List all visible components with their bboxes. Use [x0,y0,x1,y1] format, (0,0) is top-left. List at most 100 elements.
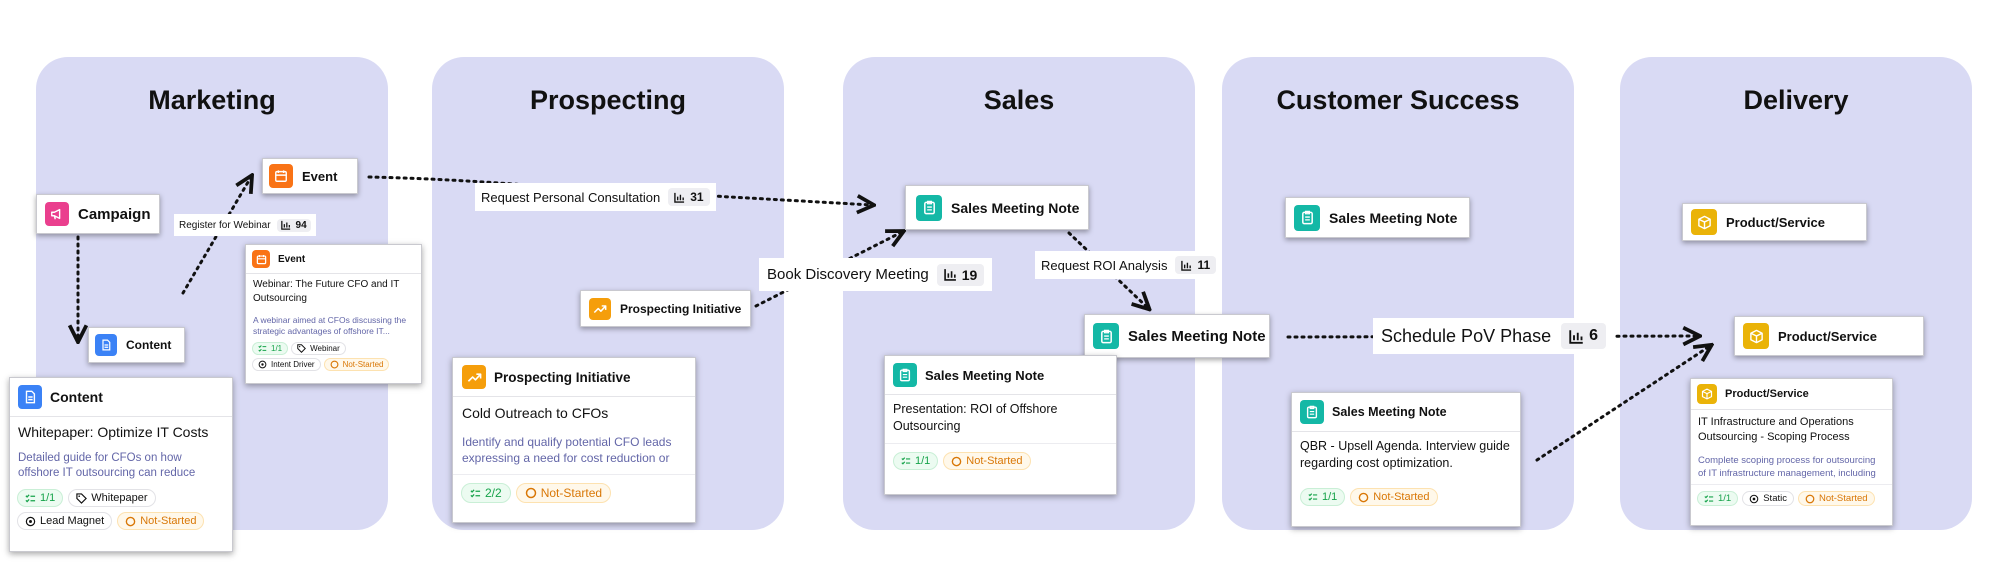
edge-count: 11 [1175,256,1217,274]
edge-label-request-consultation[interactable]: Request Personal Consultation 31 [475,183,716,211]
sales-meeting-note-node[interactable]: Sales Meeting Note [1285,197,1470,238]
progress-value: 1/1 [271,344,283,353]
tag-badge: Webinar [291,342,346,355]
edge-label-text: Book Discovery Meeting [767,266,929,283]
product-service-node[interactable]: Product/Service [1682,203,1867,241]
clipboard-icon [1093,323,1119,349]
product-service-card[interactable]: Product/Service IT Infrastructure and Op… [1690,378,1893,526]
circle-icon [1358,492,1369,503]
progress-badge: 1/1 [893,452,939,470]
status-badge: Not-Started [515,483,612,503]
box-icon [1743,323,1769,349]
node-label: Content [126,338,172,352]
progress-badge: 1/1 [1697,491,1739,506]
edge-count-value: 31 [690,190,704,204]
bar-chart-icon [944,269,956,281]
product-service-node[interactable]: Product/Service [1734,316,1924,356]
status-label: Not-Started [140,515,197,527]
circle-icon [125,516,136,527]
megaphone-icon [45,202,69,226]
progress-value: 1/1 [1718,493,1732,504]
bar-chart-icon [1569,329,1583,344]
card-tags: 1/1 Webinar Intent Driver Not-Started [246,337,421,371]
card-title: Webinar: The Future CFO and IT Outsourci… [253,279,400,304]
event-node[interactable]: Event [262,158,358,194]
status-label: Not-Started [1373,491,1430,503]
tag-label: Static [1763,493,1787,504]
node-label: Sales Meeting Note [951,199,1080,216]
card-title: QBR - Upsell Agenda. Interview guide reg… [1300,439,1510,470]
card-tags: 1/1 Not-Started [1292,488,1520,506]
node-label: Event [302,168,338,184]
clipboard-icon [1300,400,1324,424]
card-description: A webinar aimed at CFOs discussing the s… [253,315,407,336]
content-card[interactable]: Content Whitepaper: Optimize IT Costs De… [9,377,233,552]
status-badge: Not-Started [323,358,390,371]
card-description: Detailed guide for CFOs on how offshore … [18,452,196,479]
prospecting-initiative-node[interactable]: Prospecting Initiative [580,290,751,327]
card-title: Presentation: ROI of Offshore Outsourcin… [893,402,1058,433]
progress-value: 1/1 [915,455,931,467]
lane-title: Customer Success [1276,85,1520,115]
card-header: Sales Meeting Note [1292,393,1520,432]
circle-icon [1805,494,1815,504]
tag-badge: Static [1742,491,1794,506]
card-header: Prospecting Initiative [453,358,695,397]
card-tags: 1/1 Not-Started [885,443,1116,470]
checklist-icon [470,488,481,499]
node-label: Sales Meeting Note [1128,327,1266,345]
edge-label-book-discovery[interactable]: Book Discovery Meeting 19 [759,258,993,291]
node-label: Product/Service [1778,328,1877,344]
progress-value: 2/2 [485,486,502,500]
checklist-icon [1704,494,1714,504]
prospecting-initiative-card[interactable]: Prospecting Initiative Cold Outreach to … [452,357,696,523]
lane-title: Prospecting [529,85,687,115]
edge-label-register-webinar[interactable]: Register for Webinar 94 [174,214,316,236]
status-label: Not-Started [966,455,1023,467]
tag-label: Whitepaper [91,492,148,504]
bar-chart-icon [674,192,685,203]
tag-badge: Whitepaper [68,489,156,507]
document-icon [18,385,42,409]
checklist-icon [1308,492,1318,502]
sales-meeting-note-card[interactable]: Sales Meeting Note Presentation: ROI of … [884,355,1117,495]
clipboard-icon [1294,204,1320,231]
progress-value: 1/1 [1322,491,1338,503]
edge-label-schedule-pov[interactable]: Schedule PoV Phase 6 [1373,318,1615,354]
status-badge: Not-Started [1350,488,1438,506]
event-card[interactable]: Event Webinar: The Future CFO and IT Out… [245,244,422,384]
calendar-icon [269,164,293,188]
node-label: Product/Service [1726,214,1825,230]
circle-icon [951,456,962,467]
card-header: Product/Service [1691,379,1892,410]
sales-meeting-note-node[interactable]: Sales Meeting Note [905,185,1089,230]
edge-count-value: 19 [961,266,978,283]
node-label: Sales Meeting Note [1329,209,1458,226]
tag-badge: Intent Driver [252,358,321,371]
edge-count-value: 94 [295,219,307,231]
edge-label-request-roi[interactable]: Request ROI Analysis 11 [1035,251,1223,279]
sales-meeting-note-card[interactable]: Sales Meeting Note QBR - Upsell Agenda. … [1291,392,1521,527]
status-label: Not-Started [342,360,384,369]
node-label: Prospecting Initiative [620,301,742,316]
circle-icon [525,487,537,499]
clipboard-icon [893,363,917,387]
circle-icon [330,360,339,369]
card-header: Content [10,378,232,417]
campaign-node[interactable]: Campaign [36,194,160,234]
progress-value: 1/1 [40,492,56,504]
checklist-icon [901,456,911,466]
status-label: Not-Started [1818,493,1868,504]
content-node[interactable]: Content [88,327,185,363]
card-title: IT Infrastructure and Operations Outsour… [1698,416,1854,443]
status-badge: Not-Started [943,452,1031,470]
edge-count: 31 [668,188,710,206]
edge-label-text: Request Personal Consultation [481,189,661,205]
target-icon [25,516,36,527]
progress-badge: 1/1 [17,489,64,507]
progress-badge: 1/1 [252,342,289,355]
trending-up-icon [462,365,486,389]
card-header: Event [246,245,421,274]
sales-meeting-note-node[interactable]: Sales Meeting Note [1084,314,1270,358]
status-badge: Not-Started [117,512,205,530]
